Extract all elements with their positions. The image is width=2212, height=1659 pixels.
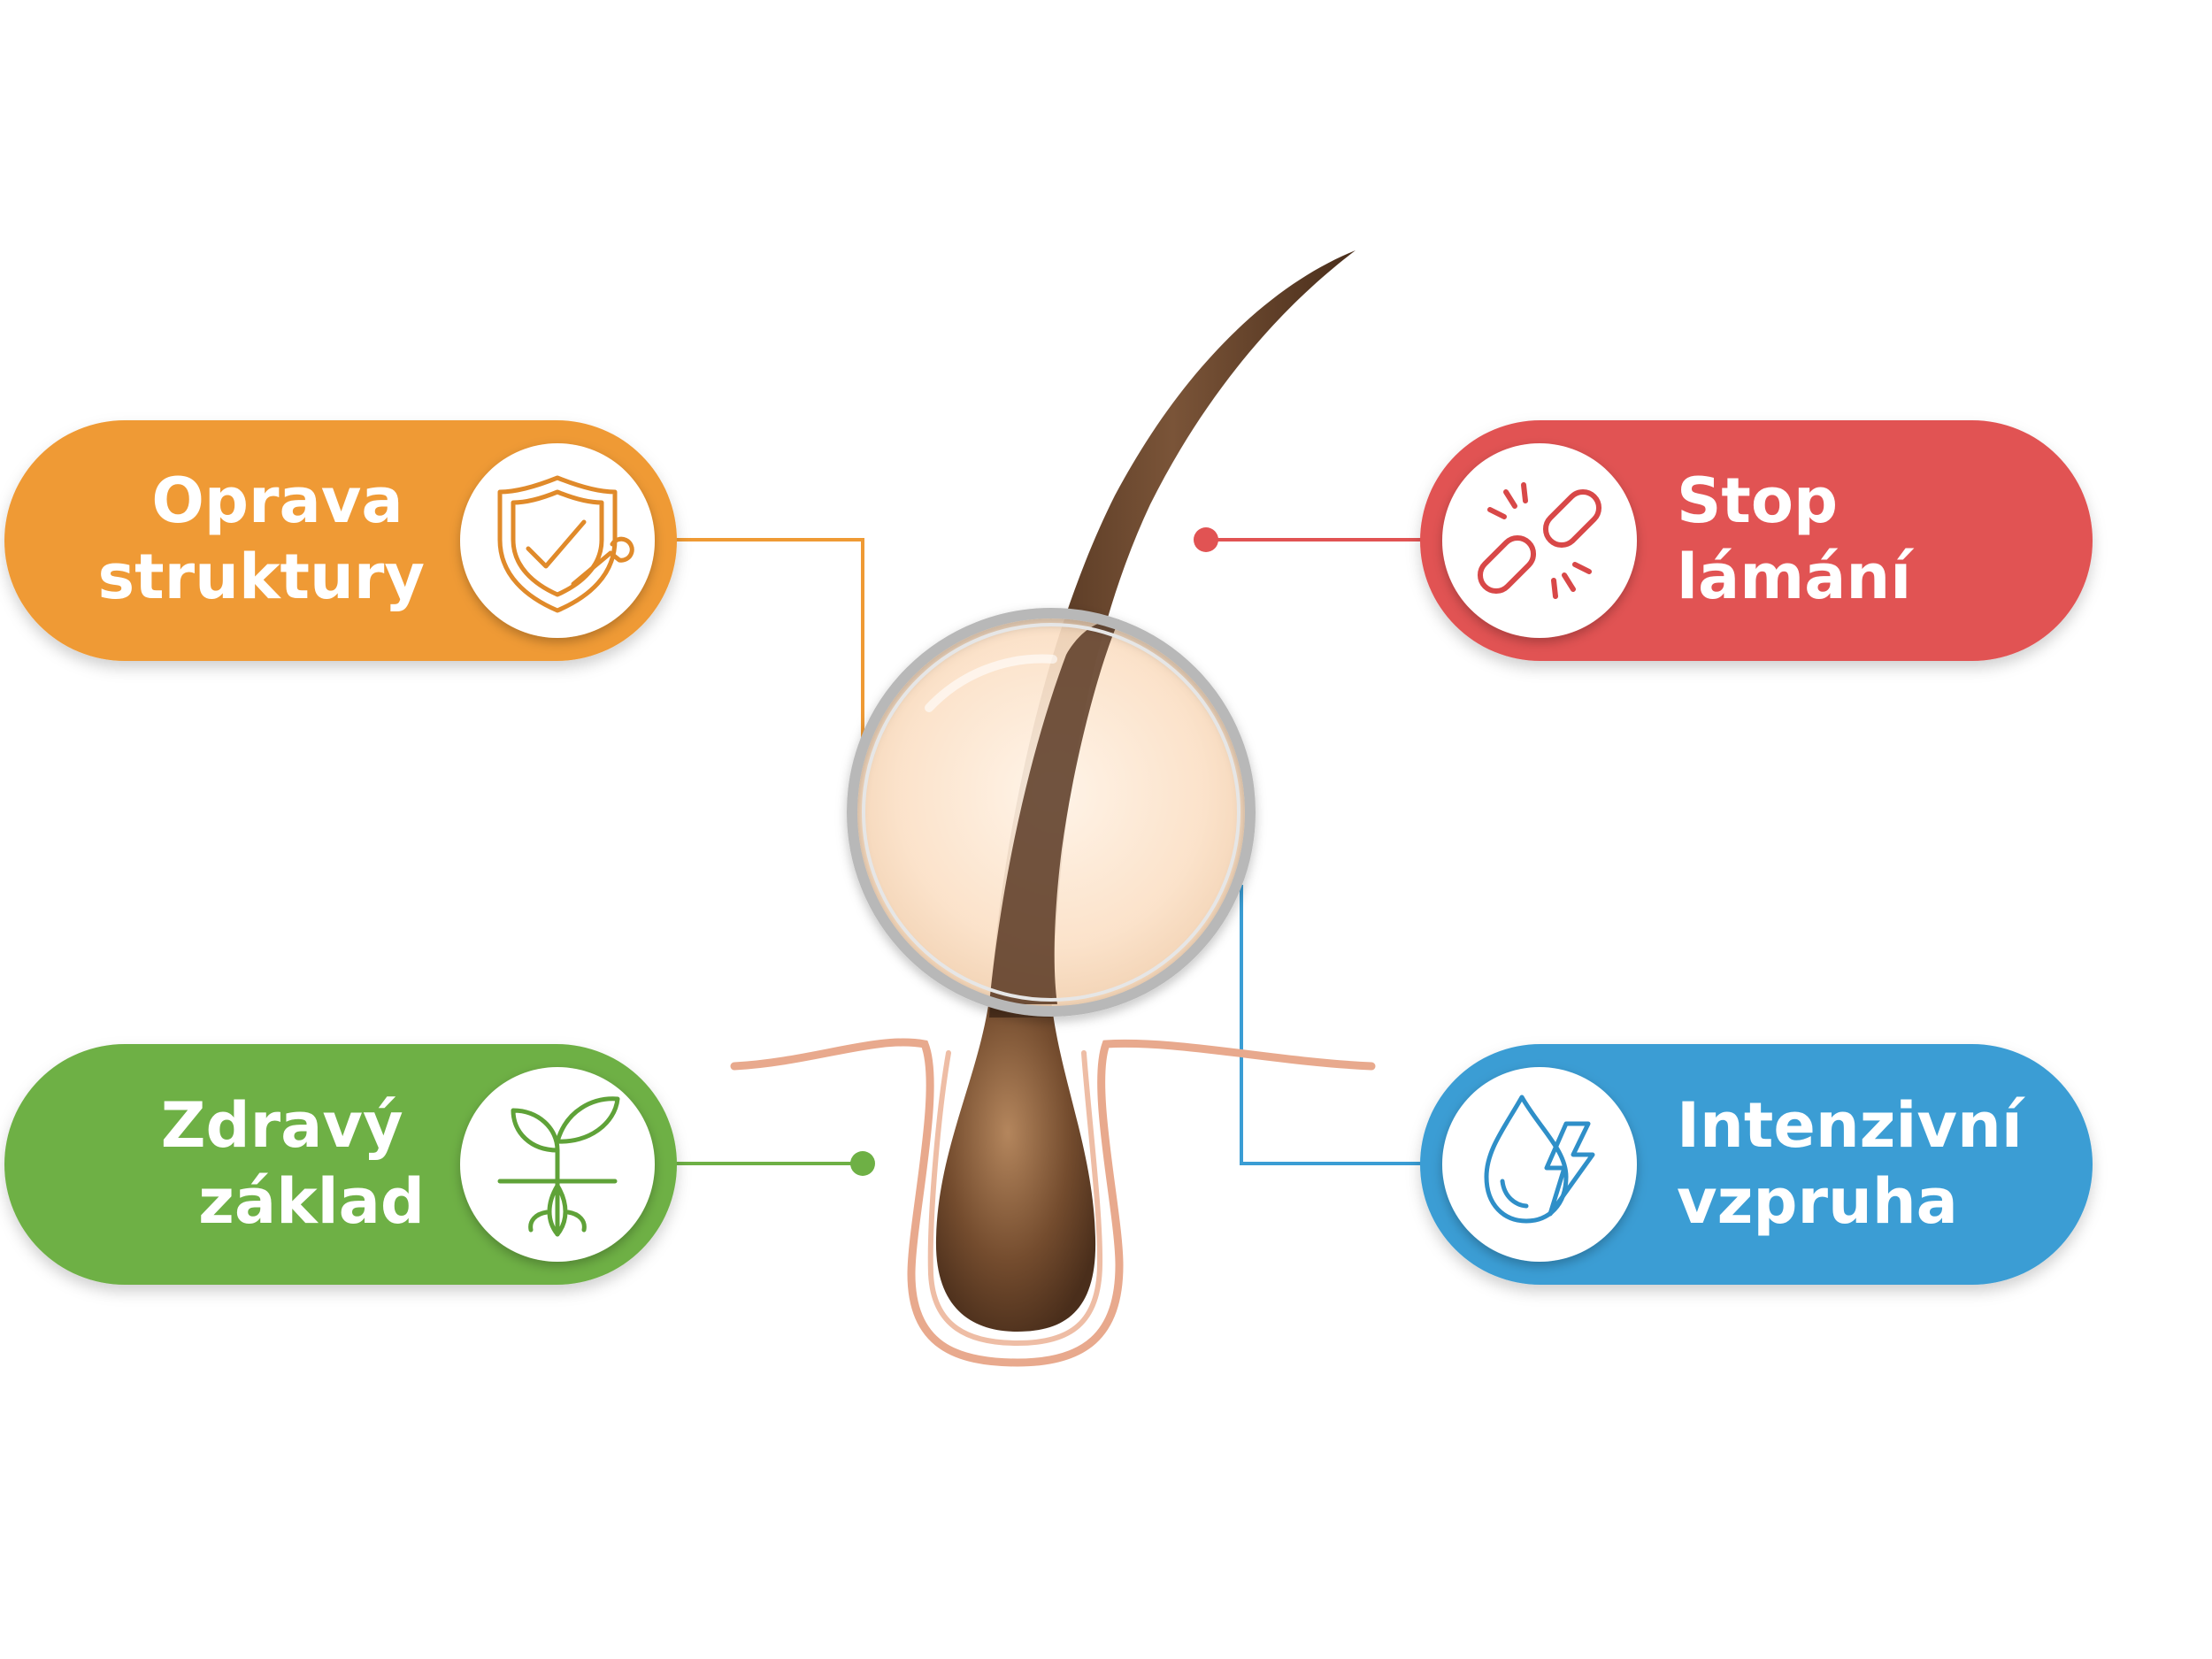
connector-healthy-base (672, 1151, 875, 1176)
icon-circle-stop-breakage (1442, 443, 1637, 638)
feature-healthy-base-content: Zdravý základ (161, 1067, 655, 1262)
healthy-base-line2: základ (198, 1165, 425, 1238)
intense-bounce-line2: vzpruha (1677, 1165, 1958, 1238)
magnifier-lens (847, 608, 1256, 1017)
feature-structure-repair-content: Oprava struktury (98, 443, 655, 638)
stop-breakage-line2: lámání (1677, 541, 1915, 613)
intense-bounce-line1: Intenzivní (1677, 1089, 2026, 1162)
lens-ring (847, 608, 1256, 1017)
connector-stop-breakage (1194, 527, 1425, 552)
shield-wrench-icon (497, 475, 634, 613)
connector-structure-repair (672, 538, 864, 743)
hair-shaft-magnified (989, 619, 1119, 1004)
structure-repair-line1: Oprava (151, 465, 403, 537)
svg-text:Zdravý základ: Zdravý základ (161, 1089, 425, 1238)
svg-text:Oprava struktury: Oprava struktury (98, 465, 425, 613)
icon-circle-intense-bounce (1442, 1067, 1637, 1262)
structure-repair-line2: struktury (98, 541, 425, 613)
svg-text:Intenzivní vzpruha: Intenzivní vzpruha (1677, 1089, 2044, 1238)
water-drop-bolt-icon (1484, 1094, 1595, 1224)
skin-follicle (730, 1038, 1376, 1367)
sprout-root-icon (497, 1096, 620, 1237)
healthy-base-line1: Zdravý (161, 1089, 403, 1162)
hair-bulb (935, 1000, 1096, 1332)
stop-breakage-line1: Stop (1677, 465, 1838, 537)
connector-lines (672, 527, 1425, 1176)
connector-intense-bounce (1240, 885, 1425, 1165)
follicle-inner-line (927, 1050, 1103, 1347)
skin-surface-line (730, 1038, 1376, 1367)
svg-text:Stop lámání: Stop lámání (1677, 465, 1915, 613)
broken-chain-icon (1477, 482, 1602, 599)
feature-stop-breakage-content: Stop lámání (1442, 443, 1915, 638)
feature-intense-bounce-content: Intenzivní vzpruha (1442, 1067, 2044, 1262)
